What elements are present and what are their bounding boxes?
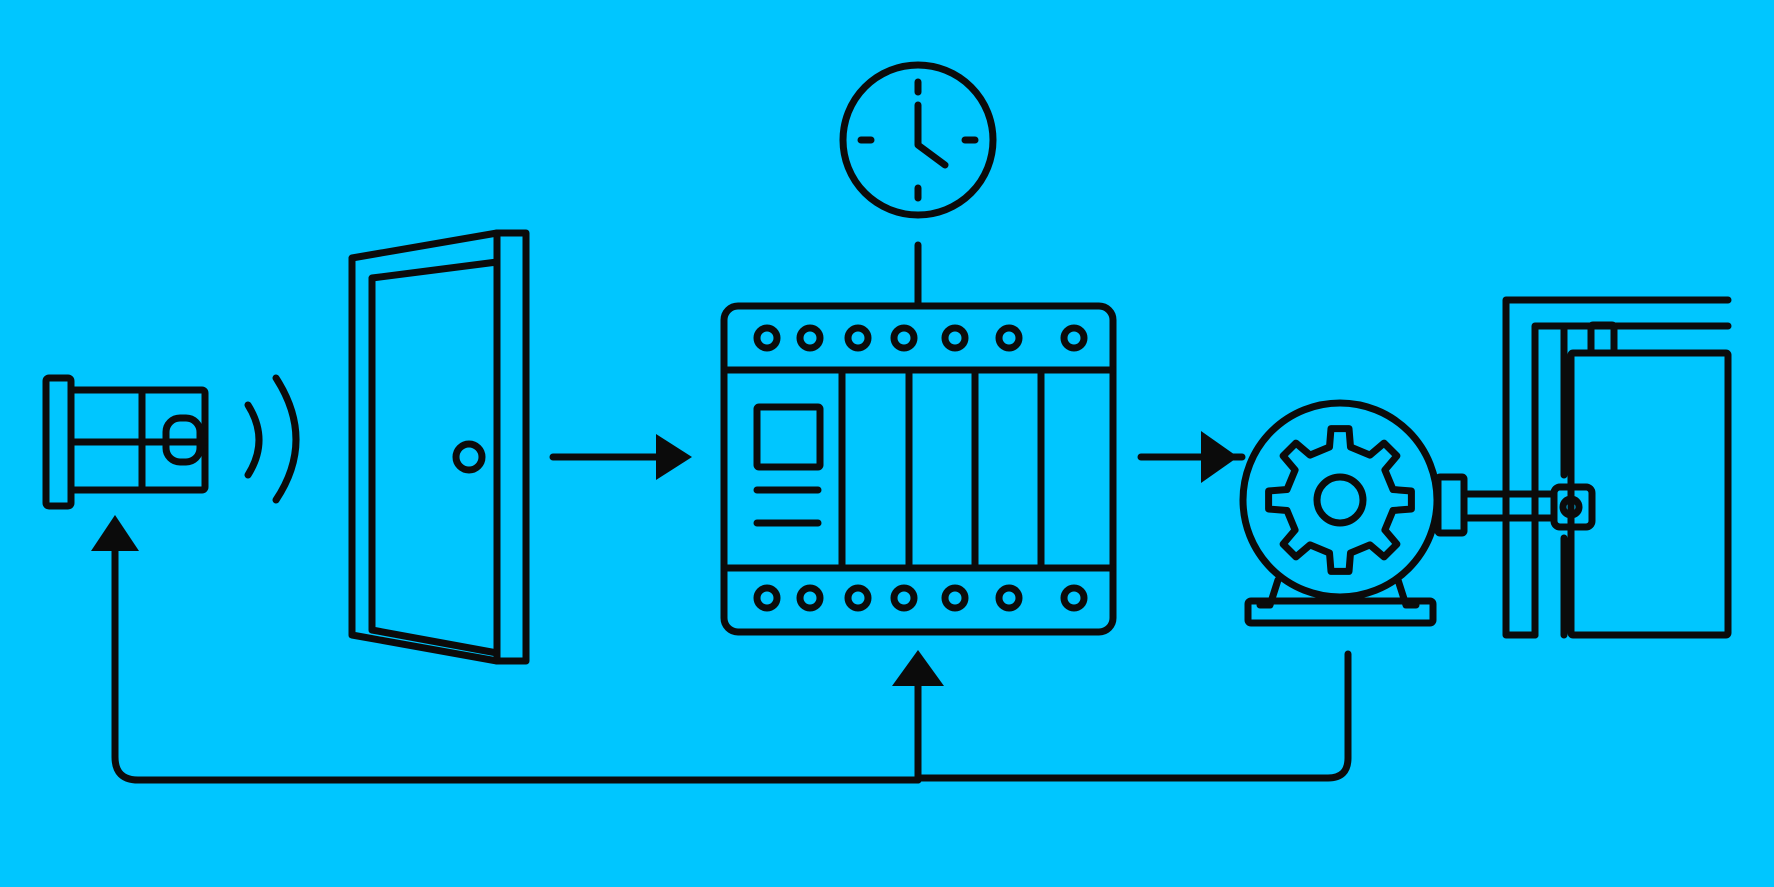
arrow-head-up	[892, 650, 944, 686]
terminal-dot	[1060, 584, 1088, 612]
feedback-to-sensor-line	[111, 541, 922, 784]
terminal-dot	[796, 324, 824, 352]
terminal-dot	[941, 584, 969, 612]
door-icon	[348, 229, 530, 665]
terminal-dot	[941, 324, 969, 352]
arrow-head-right	[1201, 431, 1238, 483]
terminal-dot	[995, 584, 1023, 612]
terminal-dot	[844, 324, 872, 352]
terminal-dot	[890, 324, 918, 352]
flow-connectors	[111, 241, 1352, 784]
terminal-dot	[753, 584, 781, 612]
terminal-dot	[890, 584, 918, 612]
arrow-head-right	[656, 434, 692, 480]
terminal-dot	[796, 584, 824, 612]
terminal-dot	[995, 324, 1023, 352]
sensor-icon	[42, 374, 300, 510]
terminal-dot	[1060, 324, 1088, 352]
arrow-head-up	[91, 515, 139, 551]
sliding-gate-icon	[1434, 296, 1732, 639]
clock-icon	[839, 61, 997, 219]
terminal-dot	[844, 584, 872, 612]
terminal-dot	[753, 324, 781, 352]
arrow-heads	[91, 431, 1238, 686]
motor-return-line	[914, 650, 1352, 782]
